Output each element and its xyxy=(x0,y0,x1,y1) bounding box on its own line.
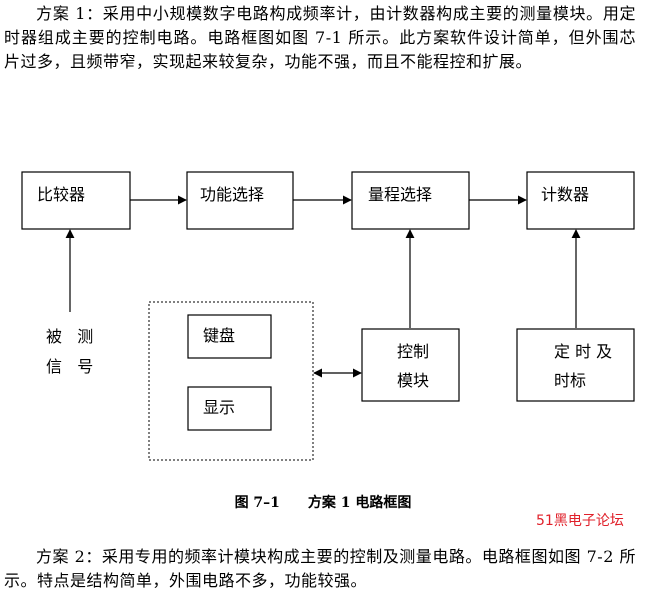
control-module-block: 控制 模块 xyxy=(361,328,460,402)
counter-block: 计数器 xyxy=(526,171,635,230)
range-select-label: 量程选择 xyxy=(368,185,432,204)
paragraph-scheme-1-text: 方案 1：采用中小规模数字电路构成频率计，由计数器构成主要的测量模块。用定时器组… xyxy=(4,4,636,71)
paragraph-scheme-1: 方案 1：采用中小规模数字电路构成频率计，由计数器构成主要的测量模块。用定时器组… xyxy=(4,2,636,74)
forum-watermark: 51黑电子论坛 xyxy=(536,513,624,529)
timing-base-label-line1: 定 时 及 xyxy=(554,342,612,361)
range-select-block: 量程选择 xyxy=(351,171,470,230)
circuit-block-diagram: 比较器 功能选择 量程选择 计数器 被 测 信 号 键盘 显示 控制 模块 xyxy=(21,171,635,461)
paragraph-scheme-2: 方案 2：采用专用的频率计模块构成主要的控制及测量电路。电路框图如图 7-2 所… xyxy=(4,545,636,593)
comparator-label: 比较器 xyxy=(37,185,85,204)
control-module-label-line2: 模块 xyxy=(397,371,429,390)
figure-number: 图 7–1 xyxy=(234,495,280,511)
paragraph-scheme-2-text: 方案 2：采用专用的频率计模块构成主要的控制及测量电路。电路框图如图 7-2 所… xyxy=(4,547,636,590)
figure-title: 方案 1 电路框图 xyxy=(307,495,412,511)
counter-label: 计数器 xyxy=(541,185,589,204)
function-select-label: 功能选择 xyxy=(200,185,264,204)
keyboard-display-group xyxy=(148,301,314,461)
comparator-block: 比较器 xyxy=(21,171,131,230)
display-block: 显示 xyxy=(187,386,272,431)
display-label: 显示 xyxy=(203,398,235,417)
figure-caption: 图 7–1 方案 1 电路框图 xyxy=(0,492,646,512)
input-signal-label-line2: 信 号 xyxy=(46,357,93,376)
control-module-label-line1: 控制 xyxy=(397,342,429,361)
function-select-block: 功能选择 xyxy=(186,171,294,230)
timing-base-block: 定 时 及 时标 xyxy=(516,328,635,402)
timing-base-label-line2: 时标 xyxy=(554,371,586,390)
input-signal-label-line1: 被 测 xyxy=(46,327,93,346)
keyboard-label: 键盘 xyxy=(203,326,235,345)
keyboard-block: 键盘 xyxy=(187,314,272,359)
